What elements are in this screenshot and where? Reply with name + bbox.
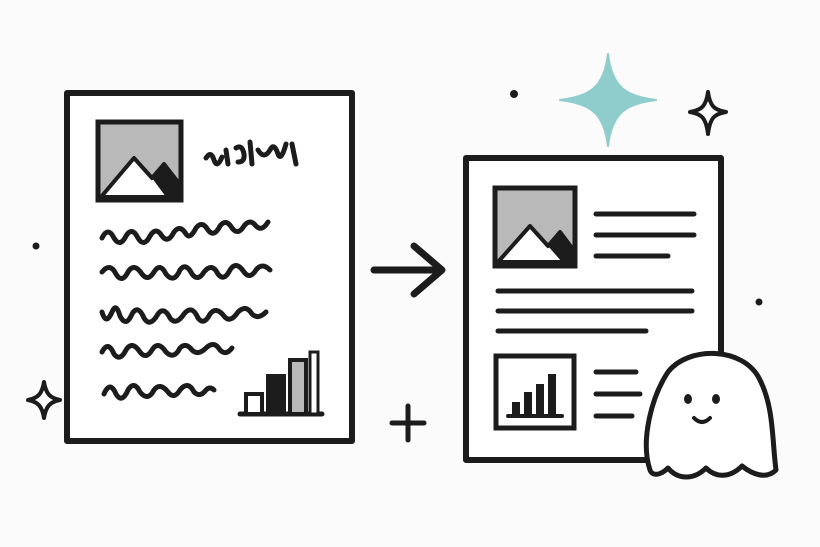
ghost-eye-left xyxy=(684,394,692,404)
sparkle-icon xyxy=(559,53,657,147)
dot-decoration-1 xyxy=(510,90,518,98)
messy-text-scribble-1 xyxy=(99,219,271,245)
dot-decoration-3 xyxy=(755,298,763,306)
dot-decoration-2 xyxy=(32,242,40,250)
messy-text-scribble-3 xyxy=(99,305,269,325)
clean-image-thumbnail-icon xyxy=(492,185,578,269)
plus-sparkle-icon xyxy=(389,403,427,443)
ghost-eye-right xyxy=(712,394,720,404)
messy-bar-chart-icon xyxy=(237,350,325,417)
messy-text-scribble-5 xyxy=(101,383,217,401)
messy-document-icon xyxy=(64,90,355,444)
messy-image-thumbnail-icon xyxy=(95,119,184,203)
clean-bar-chart-icon xyxy=(493,353,577,431)
sparkle-outline-left-icon xyxy=(26,380,62,420)
messy-text-scribble-2 xyxy=(99,263,273,281)
ghost-smile xyxy=(692,416,712,424)
messy-text-scribble-4 xyxy=(99,342,235,360)
sparkle-outline-icon xyxy=(688,90,728,136)
arrow-right-icon xyxy=(370,242,446,298)
ghost-body xyxy=(643,351,779,480)
messy-title-scribble xyxy=(203,139,299,167)
ghost-mascot-icon xyxy=(643,351,779,480)
